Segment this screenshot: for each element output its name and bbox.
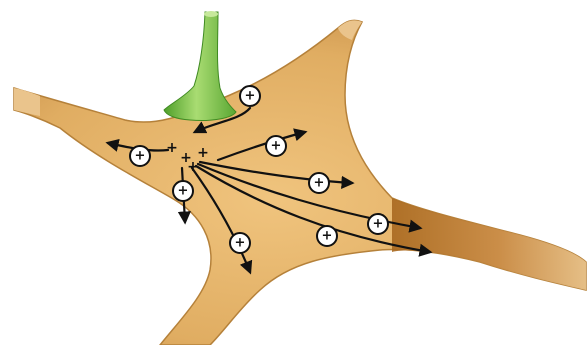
svg-text:+: + <box>135 149 146 164</box>
ion-right-3: + <box>317 226 337 246</box>
synaptic-terminal <box>164 12 236 121</box>
svg-text:+: + <box>235 236 246 251</box>
loose-charge-1: + <box>166 140 178 156</box>
ion-sign: + <box>245 89 256 104</box>
axon <box>392 198 586 290</box>
incoming-ion: + <box>240 86 260 106</box>
ion-upper-right: + <box>266 136 286 156</box>
ion-down-left: + <box>173 181 193 201</box>
svg-text:+: + <box>373 217 384 232</box>
ion-down: + <box>230 233 250 253</box>
svg-text:+: + <box>271 139 282 154</box>
loose-charge-4: + <box>187 159 199 175</box>
ion-right-2: + <box>368 214 388 234</box>
svg-text:+: + <box>314 176 325 191</box>
svg-text:+: + <box>322 229 333 244</box>
svg-text:+: + <box>178 184 189 199</box>
terminal-cap <box>204 11 218 17</box>
ion-left: + <box>130 146 150 166</box>
cell-body <box>14 20 586 345</box>
loose-charge-3: + <box>197 145 209 161</box>
ion-right-1: + <box>309 173 329 193</box>
